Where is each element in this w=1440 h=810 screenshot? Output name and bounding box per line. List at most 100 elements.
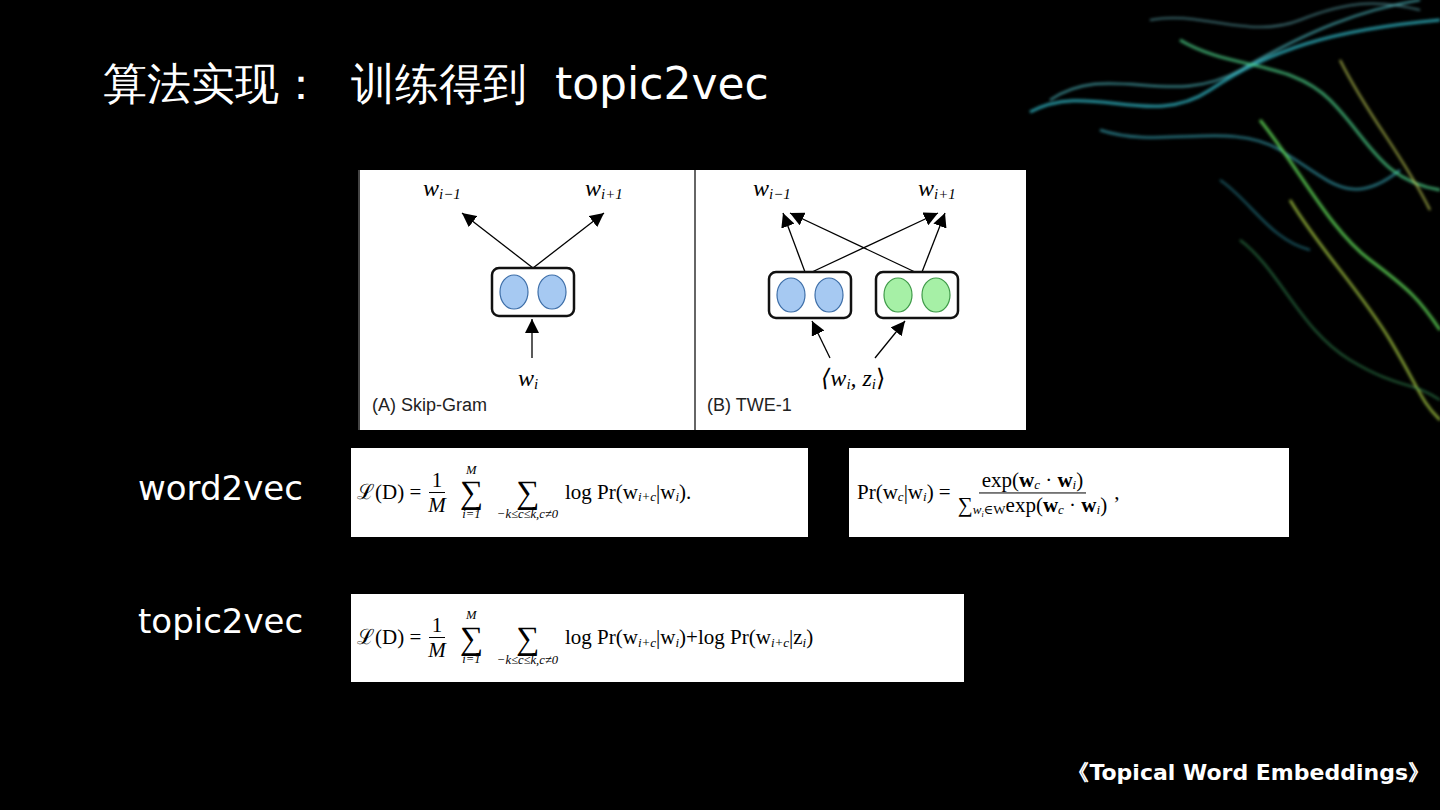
subscript: i bbox=[534, 375, 538, 391]
twe-illustration bbox=[769, 213, 958, 358]
arrow bbox=[875, 321, 905, 358]
text-run: ℒ(D) =1MM∑i=1∑−k≤c≤k,c≠0log Pr(wi+c|wi). bbox=[357, 464, 691, 522]
arrow bbox=[922, 213, 945, 272]
subscript: i−1 bbox=[769, 185, 791, 201]
subscript: c bbox=[1034, 478, 1040, 492]
subscript: i bbox=[1097, 503, 1101, 517]
subscript: i−1 bbox=[439, 185, 461, 201]
embedding-unit bbox=[538, 275, 566, 309]
formula-text: c bbox=[898, 489, 904, 504]
arrow bbox=[790, 213, 915, 272]
formula-text: ). bbox=[679, 481, 691, 504]
summation: ∑−k≤c≤k,c≠0 bbox=[494, 609, 561, 667]
source-citation: 《Topical Word Embeddings》 bbox=[1067, 760, 1430, 786]
formula-text: M bbox=[428, 639, 446, 661]
subscript: wi∈W bbox=[973, 503, 1006, 517]
formula-text: i bbox=[675, 635, 679, 650]
formula-text: i bbox=[1073, 477, 1077, 492]
formula-text: ∑ bbox=[460, 623, 483, 654]
text-run: ℒ(D) =1MM∑i=1∑−k≤c≤k,c≠0log Pr(wi+c|wi)+… bbox=[357, 609, 813, 667]
formula-text: · bbox=[1069, 494, 1076, 516]
topic2vec-objective: ℒ(D) =1MM∑i=1∑−k≤c≤k,c≠0log Pr(wi+c|wi)+… bbox=[351, 594, 964, 682]
word-embedding-box bbox=[769, 272, 851, 318]
formula-text: )+log Pr(w bbox=[679, 626, 771, 649]
skip-gram-illustration bbox=[462, 213, 604, 358]
formula-text: w bbox=[1043, 494, 1058, 516]
smoke-strand bbox=[1220, 180, 1310, 250]
word2vec-objective: ℒ(D) =1MM∑i=1∑−k≤c≤k,c≠0log Pr(wi+c|wi). bbox=[351, 448, 808, 537]
smoke-strand bbox=[1290, 200, 1440, 420]
formula-text: w bbox=[518, 365, 534, 391]
smoke-strand bbox=[1180, 40, 1440, 190]
smoke-strand bbox=[1240, 240, 1440, 400]
topic-embedding-box bbox=[876, 272, 958, 318]
formula-text: w bbox=[1081, 494, 1096, 516]
formula-row: M bbox=[463, 609, 480, 622]
formula-row: ∑ bbox=[513, 477, 542, 508]
formula-text: ℒ(D) = bbox=[357, 481, 421, 504]
formula-text: i bbox=[534, 375, 538, 391]
formula-text: w bbox=[423, 175, 439, 201]
embedding-box bbox=[492, 268, 574, 316]
formula-row: exp(wc·wi) bbox=[979, 469, 1087, 493]
fraction: 1M bbox=[425, 469, 449, 516]
formula-row: i=1 bbox=[459, 508, 483, 521]
formula-text: ℒ(D) = bbox=[357, 626, 421, 649]
formula-text: i+1 bbox=[934, 185, 956, 201]
smoke-strand bbox=[1150, 3, 1420, 27]
formula-row: M bbox=[463, 464, 480, 477]
formula-row: ∑ bbox=[457, 477, 486, 508]
formula-text: ∑ bbox=[460, 477, 483, 508]
text-run: (A) Skip-Gram bbox=[372, 396, 487, 416]
row-label: word2vec bbox=[138, 468, 303, 509]
fraction: 1M bbox=[425, 614, 449, 661]
formula-row bbox=[524, 609, 530, 623]
embedding-unit bbox=[815, 278, 843, 312]
formula-text: i=1 bbox=[462, 653, 480, 666]
skip-gram-panel: wi−1wi+1wi(A) Skip-Gram bbox=[360, 170, 695, 430]
formula-row: ∑ bbox=[457, 623, 486, 654]
subscript: i bbox=[981, 511, 983, 519]
summation: ∑−k≤c≤k,c≠0 bbox=[494, 464, 561, 522]
formula-text: −k≤c≤k,c≠0 bbox=[497, 508, 558, 521]
formula-text: exp( bbox=[982, 469, 1019, 491]
formula-text: w bbox=[918, 175, 934, 201]
formula-text: Pr(w bbox=[857, 481, 898, 504]
subscript: i+c bbox=[771, 636, 789, 650]
softmax-formula: Pr(wc|wi) =exp(wc·wi)∑wi∈Wexp(wc·wi), bbox=[849, 448, 1289, 537]
smoke-strand bbox=[1260, 120, 1440, 330]
formula-text: i bbox=[675, 489, 679, 504]
fraction: exp(wc·wi)∑wi∈Wexp(wc·wi) bbox=[955, 469, 1110, 516]
figure-border bbox=[358, 170, 360, 430]
text-run: wi bbox=[518, 365, 538, 391]
arrow bbox=[812, 213, 938, 272]
formula-text: i=1 bbox=[462, 508, 480, 521]
subscript: c bbox=[1058, 503, 1064, 517]
formula-text: i−1 bbox=[769, 185, 791, 201]
formula-text: log Pr(w bbox=[565, 481, 638, 504]
formula-text: i+1 bbox=[601, 185, 623, 201]
formula-text: i bbox=[803, 635, 807, 650]
arrow bbox=[531, 319, 532, 358]
formula-text: M bbox=[466, 609, 477, 622]
panel-divider bbox=[694, 170, 696, 430]
subscript: i bbox=[675, 636, 679, 650]
formula-text: i+c bbox=[771, 635, 789, 650]
smoke-strand bbox=[1030, 20, 1440, 112]
formula-row: 1 bbox=[429, 469, 446, 493]
formula-text: (B) TWE-1 bbox=[707, 396, 792, 416]
formula-text: i bbox=[846, 375, 850, 391]
formula-row: i=1 bbox=[459, 653, 483, 666]
embedding-unit bbox=[922, 278, 950, 312]
formula-text: i bbox=[923, 489, 927, 504]
formula-text: M bbox=[428, 494, 446, 516]
subscript: i+1 bbox=[934, 185, 956, 201]
smoke-strand bbox=[1100, 130, 1400, 189]
formula-row: ∑wi∈Wexp(wc·wi) bbox=[955, 494, 1110, 516]
subscript: i bbox=[1073, 478, 1077, 492]
formula-row: M bbox=[425, 494, 449, 516]
arrow bbox=[783, 213, 805, 272]
embedding-unit bbox=[500, 275, 528, 309]
formula-text: w bbox=[753, 175, 769, 201]
